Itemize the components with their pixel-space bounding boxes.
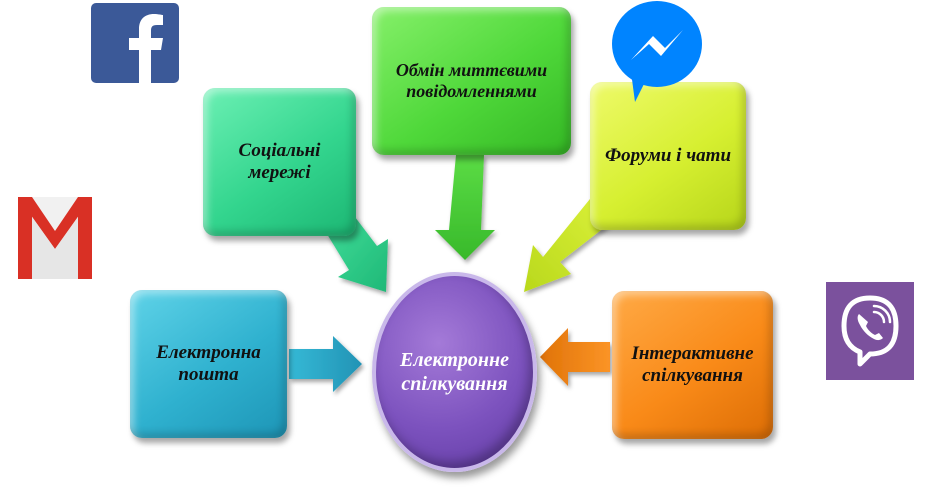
instant-messaging-box: Обмін миттєвими повідомленнями bbox=[372, 7, 571, 155]
central-node-label: Електронне спілкування bbox=[400, 349, 509, 395]
facebook-icon bbox=[91, 3, 179, 83]
email-label: Електронна пошта bbox=[156, 342, 261, 385]
viber-icon bbox=[826, 282, 914, 380]
instant-messaging-label: Обмін миттєвими повідомленнями bbox=[395, 60, 548, 101]
messenger-icon bbox=[612, 1, 702, 102]
email-box: Електронна пошта bbox=[130, 290, 287, 438]
gmail-icon bbox=[18, 197, 92, 279]
arrow-interactive bbox=[540, 328, 610, 386]
arrow-im bbox=[435, 155, 495, 260]
interactive-communication-label: Інтерактивне спілкування bbox=[631, 343, 754, 386]
interactive-communication-box: Інтерактивне спілкування bbox=[612, 291, 773, 439]
arrow-email bbox=[289, 336, 362, 392]
central-node: Електронне спілкування bbox=[372, 272, 537, 472]
social-networks-box: Соціальні мережі bbox=[203, 88, 356, 236]
forums-chats-box: Форуми і чати bbox=[590, 82, 746, 230]
forums-chats-label: Форуми і чати bbox=[604, 145, 732, 167]
social-networks-label: Соціальні мережі bbox=[238, 140, 321, 183]
